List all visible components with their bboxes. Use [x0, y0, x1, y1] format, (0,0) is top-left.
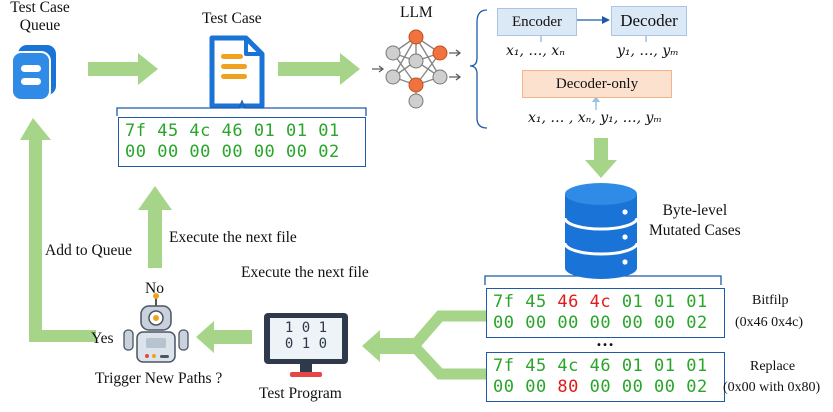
seed-hex-box: 7f 45 4c 46 01 01 01 00 00 00 00 00 00 0… — [118, 117, 366, 167]
llm-network-icon — [372, 29, 461, 109]
encoder-inputs: x₁, …, xₙ — [506, 43, 565, 59]
queue-label: Test Case Queue — [10, 0, 70, 34]
arrow-yes-loop — [20, 118, 96, 342]
flow-arrows — [20, 53, 617, 362]
decoder-box: Decoder — [611, 6, 687, 36]
encoder-box: Encoder — [497, 8, 577, 36]
bitflip-caption: Bitfilp — [752, 293, 789, 308]
replace-mutated-byte: 80 — [557, 377, 579, 397]
replace-bytes-before: 00 00 — [493, 377, 558, 397]
execute-next-top: Execute the next file — [169, 229, 297, 246]
decoder-only-sequence: x₁, … , xₙ, y₁, …, yₘ — [528, 110, 663, 126]
monitor-binary: 1 0 1 0 1 0 — [272, 320, 340, 352]
seed-brace — [116, 99, 367, 116]
test-program-label: Test Program — [259, 385, 342, 402]
replace-detail: (0x00 with 0x80) — [723, 380, 821, 395]
trigger-new-paths-label: Trigger New Paths ? — [95, 370, 223, 387]
bitflip-hex-line1: 7f 45 46 4c 01 01 01 — [493, 292, 718, 313]
replace-bytes-after: 00 00 00 02 — [578, 377, 708, 397]
fork-lines — [408, 310, 494, 380]
bitflip-bytes-before: 7f 45 — [493, 292, 558, 312]
arrow-cases-to-program — [362, 330, 418, 362]
replace-hex-line2: 00 00 80 00 00 00 02 — [493, 377, 718, 398]
monitor-binary-line1: 1 0 1 — [284, 320, 328, 336]
yes-label: Yes — [91, 330, 114, 347]
llm-brace — [469, 9, 488, 129]
decoder-only-box: Decoder-only — [522, 70, 672, 98]
seed-hex-line1: 7f 45 4c 46 01 01 01 — [125, 121, 340, 141]
bitflip-mutated-bytes: 46 4c — [557, 292, 612, 312]
arrow-testcase-to-llm — [278, 53, 360, 85]
no-label: No — [145, 280, 164, 297]
ellipsis: … — [596, 330, 614, 350]
arrow-program-to-robot — [196, 321, 252, 353]
bitflip-hex-box: 7f 45 46 4c 01 01 01 00 00 00 00 00 00 0… — [486, 288, 725, 338]
bitflip-bytes-after: 01 01 01 — [611, 292, 708, 312]
seed-hex-line2: 00 00 00 00 00 00 02 — [125, 142, 340, 162]
decoder-outputs: y₁, …, yₘ — [617, 43, 679, 59]
queue-icon — [11, 45, 56, 101]
replace-hex-line1: 7f 45 4c 46 01 01 01 — [493, 356, 708, 376]
monitor-icon — [264, 313, 348, 377]
bitflip-hex-line2: 00 00 00 00 00 00 02 — [493, 313, 708, 333]
arrow-no-up — [138, 186, 172, 268]
database-icon — [563, 183, 639, 279]
replace-caption: Replace — [750, 359, 796, 374]
document-icon — [209, 35, 265, 109]
bitflip-detail: (0x46 0x4c) — [735, 315, 804, 330]
replace-hex-box: 7f 45 4c 46 01 01 01 00 00 80 00 00 00 0… — [486, 352, 725, 402]
execute-next-bottom: Execute the next file — [241, 264, 369, 281]
testcase-label: Test Case — [202, 10, 262, 27]
robot-icon — [123, 293, 189, 363]
add-to-queue-label: Add to Queue — [45, 242, 132, 259]
encoder-decoder-arrows — [576, 16, 610, 24]
arrow-queue-to-testcase — [88, 53, 158, 85]
arrow-llm-to-db — [585, 138, 617, 178]
mutated-cases-label: Byte-level Mutated Cases — [649, 202, 741, 239]
llm-label: LLM — [400, 4, 433, 21]
monitor-binary-line2: 0 1 0 — [284, 336, 328, 352]
